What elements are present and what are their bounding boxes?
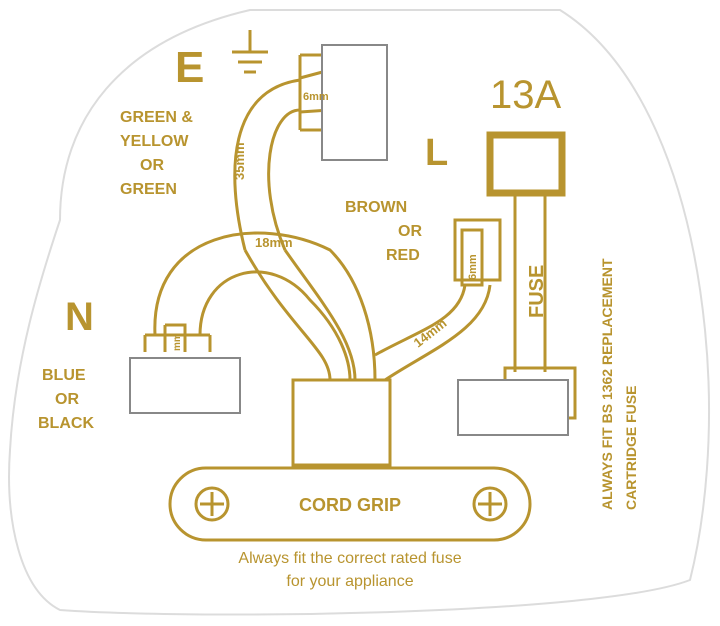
earth-colour-3: OR (140, 157, 164, 174)
crossing-wire (243, 249, 357, 381)
neutral-colour-3: BLACK (38, 415, 94, 432)
fuse-label: FUSE (526, 265, 548, 318)
cord-body (291, 378, 392, 467)
earth-colour-4: GREEN (120, 181, 177, 198)
screw-right-icon (472, 486, 508, 522)
neutral-wire-length: 18mm (255, 235, 293, 250)
earth-letter: E (175, 43, 204, 92)
rating: 13A (490, 73, 561, 117)
live-strip-length: 6mm (467, 254, 479, 280)
live-colour-1: BROWN (345, 199, 407, 216)
live-letter: L (425, 132, 448, 174)
fuse-cap-top (486, 131, 566, 197)
footer-line-2: for your appliance (286, 573, 413, 590)
neutral-wire (153, 231, 377, 381)
earth-symbol-icon (232, 30, 268, 74)
earth-wire-length: 35mm (232, 142, 247, 180)
earth-terminal (298, 53, 325, 132)
neutral-letter: N (65, 295, 94, 339)
live-colour-3: RED (386, 247, 420, 264)
neutral-strip-length: mm (172, 333, 183, 351)
neutral-colour-1: BLUE (42, 367, 86, 384)
live-strip (460, 228, 484, 287)
live-pin-slot (457, 379, 569, 436)
footer-line-1: Always fit the correct rated fuse (238, 550, 461, 567)
earth-wire (233, 78, 301, 251)
neutral-strip (143, 323, 212, 352)
card-outline (8, 9, 710, 616)
screw-left-icon (194, 486, 230, 522)
live-terminal (453, 218, 502, 282)
live-wire (374, 284, 492, 382)
earth-strip-length: 6mm (303, 91, 329, 103)
cord-grip (168, 466, 532, 542)
fuse-body (513, 193, 547, 372)
neutral-colour-2: OR (55, 391, 79, 408)
earth-colour-2: YELLOW (120, 133, 189, 150)
fuse-notice-2: CARTRIDGE FUSE (623, 386, 639, 510)
neutral-pin-slot (129, 357, 241, 414)
live-colour-2: OR (398, 223, 422, 240)
cord-grip-label: CORD GRIP (299, 495, 401, 515)
fuse-notice-1: ALWAYS FIT BS 1362 REPLACEMENT (599, 258, 615, 510)
earth-colour-1: GREEN & (120, 109, 193, 126)
earth-pin-slot (321, 44, 388, 161)
